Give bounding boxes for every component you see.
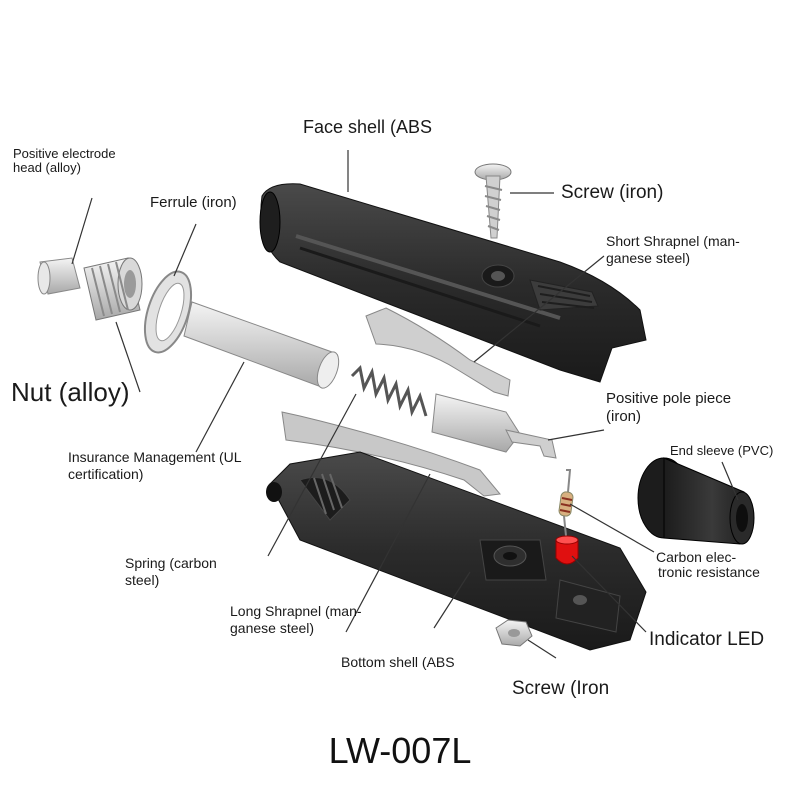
label-short-shrapnel-line1: Short Shrapnel (man- — [606, 233, 740, 249]
screw-top — [474, 163, 512, 239]
label-carbon-line2: tronic resistance — [658, 564, 760, 580]
leader-short-shrapnel — [473, 255, 605, 363]
label-spring-line1: Spring (carbon — [125, 555, 217, 571]
label-positive-pole-line1: Positive pole piece — [606, 390, 732, 407]
label-screw-top: Screw (iron) — [561, 182, 664, 203]
label-end-sleeve: End sleeve (PVC) — [670, 443, 774, 458]
fuse-tube — [183, 301, 340, 389]
label-screw-bottom: Screw (Iron — [512, 678, 610, 699]
leader-ferrule — [173, 223, 197, 277]
carbon-resistor — [558, 469, 574, 537]
leader-lines — [71, 150, 739, 659]
label-insurance-line1: Insurance Management (UL — [68, 449, 242, 465]
end-sleeve — [637, 457, 755, 545]
label-nut: Nut (alloy) — [11, 377, 130, 407]
leader-spring — [267, 393, 357, 557]
label-long-shrapnel-line1: Long Shrapnel (man- — [230, 603, 362, 619]
bottom-shell — [266, 451, 647, 651]
label-carbon-line1: Carbon elec- — [656, 549, 737, 565]
label-face-shell: Face shell (ABS — [303, 117, 433, 137]
short-shrapnel — [365, 307, 511, 397]
label-ferrule: Ferrule (iron) — [150, 194, 237, 211]
positive-pole-piece — [431, 393, 557, 459]
leader-insurance — [195, 361, 245, 453]
label-insurance-line2: certification) — [68, 466, 144, 482]
leader-positive-pole — [547, 429, 605, 441]
positive-electrode-head — [37, 257, 81, 295]
leader-end-sleeve — [721, 461, 739, 501]
leader-indicator-led — [571, 555, 647, 633]
spring-carbon-steel — [350, 364, 428, 417]
label-bottom-shell: Bottom shell (ABS — [341, 654, 455, 670]
label-short-shrapnel-line2: ganese steel) — [606, 250, 691, 266]
leader-carbon — [569, 503, 655, 553]
nut-alloy — [83, 257, 143, 321]
model-number-title: LW-007L — [328, 730, 472, 771]
long-shrapnel — [281, 411, 501, 497]
leader-positive-electrode — [71, 197, 93, 265]
ferrule-iron — [143, 270, 193, 354]
label-indicator-led: Indicator LED — [649, 629, 765, 650]
leader-screw-bottom — [527, 639, 557, 659]
leader-nut — [115, 321, 141, 393]
leader-bottom-shell — [433, 571, 471, 629]
face-shell — [259, 183, 647, 383]
label-positive-electrode-line2: head (alloy) — [13, 160, 81, 175]
screw-bottom — [495, 619, 533, 647]
label-positive-pole-line2: (iron) — [606, 408, 642, 425]
label-spring-line2: steel) — [125, 572, 160, 588]
label-positive-electrode-line1: Positive electrode — [13, 146, 116, 161]
label-long-shrapnel-line2: ganese steel) — [230, 620, 315, 636]
indicator-led — [555, 535, 579, 565]
leader-long-shrapnel — [345, 473, 431, 633]
